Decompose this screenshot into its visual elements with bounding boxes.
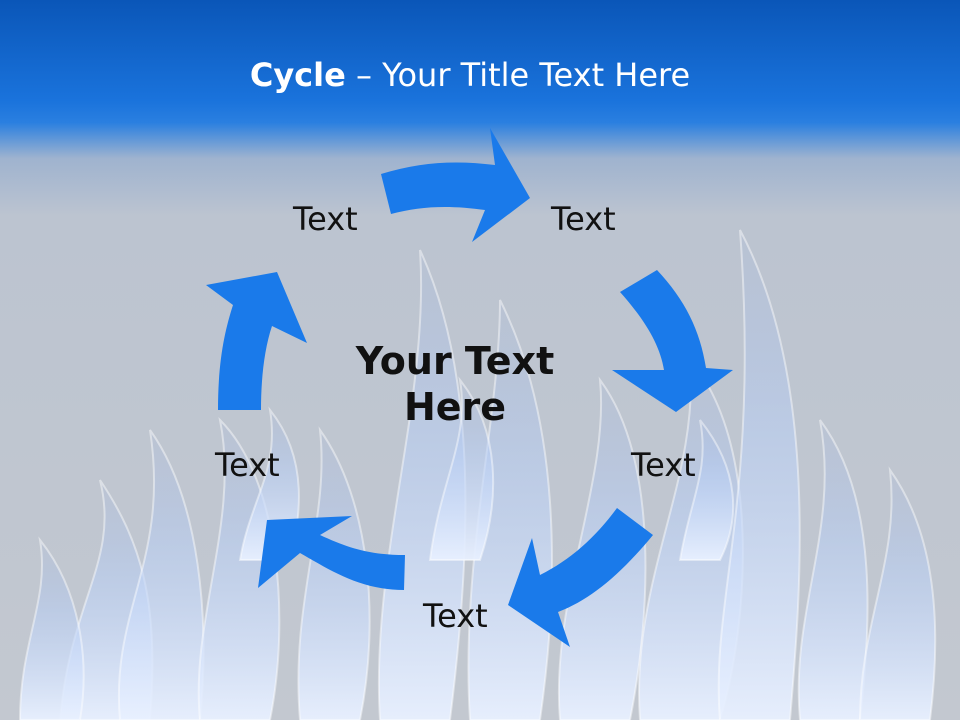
cycle-label-top-right: Text: [551, 200, 616, 238]
cycle-arrow-bottom-right-icon: [508, 508, 653, 647]
cycle-label-right: Text: [631, 446, 696, 484]
cycle-label-top-left: Text: [293, 200, 358, 238]
slide-title: Cycle – Your Title Text Here: [0, 56, 940, 94]
cycle-arrow-left-icon: [206, 272, 307, 410]
cycle-arrow-right-icon: [612, 270, 733, 412]
title-rest: – Your Title Text Here: [345, 56, 691, 94]
cycle-arrow-bottom-left-icon: [258, 516, 405, 590]
cycle-label-bottom: Text: [423, 597, 488, 635]
center-text-line2: Here: [403, 385, 507, 429]
cycle-arrow-top-icon: [381, 128, 530, 242]
cycle-label-left: Text: [215, 446, 280, 484]
title-bold: Cycle: [249, 56, 346, 94]
center-text: Your Text Here: [320, 338, 590, 430]
center-text-line1: Your Text: [355, 339, 555, 383]
